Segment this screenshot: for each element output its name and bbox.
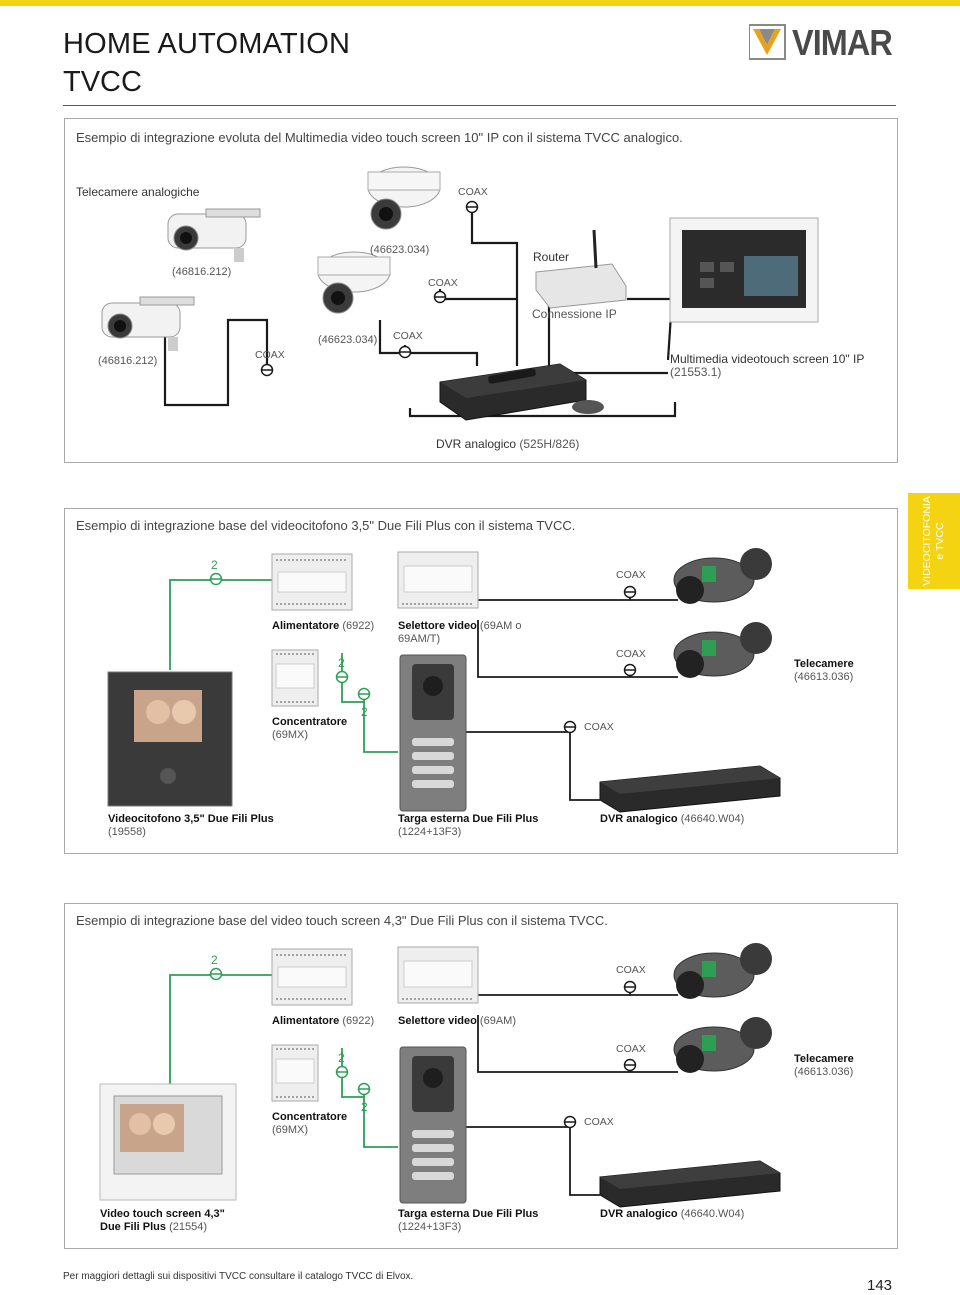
two-wire-label: 2 [338, 1051, 345, 1065]
coax-label: COAX [584, 1116, 614, 1128]
selettore-label: Selettore video (69AM) [398, 1015, 516, 1028]
selettore-code-b: 69AM/T) [398, 633, 441, 645]
coax-label: COAX [255, 349, 285, 361]
selettore-name: Selettore video [398, 1015, 477, 1027]
targa-name: Targa esterna Due Fili Plus [398, 1208, 539, 1220]
dvr-label: DVR analogico (46640.W04) [600, 813, 744, 826]
two-wire-label: 2 [211, 558, 218, 572]
section-touch-screen [64, 903, 898, 1249]
dome-b-code: (46623.034) [318, 334, 378, 346]
alimentatore-code: (6922) [342, 620, 375, 632]
multimedia-label: Multimedia videotouch screen 10" IP (215… [670, 353, 864, 379]
targa-label: Targa esterna Due Fili Plus (1224+13F3) [398, 1208, 538, 1234]
page-subtitle: TVCC [63, 66, 142, 98]
concentratore-code: (69MX) [272, 1124, 309, 1136]
selettore-code-a: (69AM o [479, 620, 522, 632]
videocitofono-code: (19558) [108, 826, 146, 838]
coax-label: COAX [616, 569, 646, 581]
coax-label: COAX [616, 1043, 646, 1055]
section1-caption: Esempio di integrazione evoluta del Mult… [76, 130, 683, 145]
telecamere-label: Telecamere (46613.036) [794, 1053, 854, 1079]
targa-name: Targa esterna Due Fili Plus [398, 813, 539, 825]
two-wire-label: 2 [361, 1100, 368, 1114]
cam-a-code: (46816.212) [172, 266, 232, 278]
concentratore-label: Concentratore (69MX) [272, 716, 347, 742]
footer-note: Per maggiori dettagli sui dispositivi TV… [63, 1271, 414, 1282]
touch-code: (21554) [169, 1221, 207, 1233]
targa-code: (1224+13F3) [398, 826, 462, 838]
section3-caption: Esempio di integrazione base del video t… [76, 913, 608, 928]
selettore-code: (69AM) [479, 1015, 516, 1027]
touch-name-b: Due Fili Plus [100, 1221, 167, 1233]
telecamere-name: Telecamere [794, 1053, 854, 1065]
touch-screen-label: Video touch screen 4,3" Due Fili Plus (2… [100, 1208, 225, 1234]
touch-name-a: Video touch screen 4,3" [100, 1208, 225, 1220]
alimentatore-name: Alimentatore [272, 1015, 340, 1027]
coax-label: COAX [616, 964, 646, 976]
vimar-logo-icon [749, 24, 786, 60]
section-evoluta [64, 118, 898, 463]
selettore-label: Selettore video (69AM o 69AM/T) [398, 620, 522, 646]
two-wire-label: 2 [211, 953, 218, 967]
dvr-name: DVR analogico [600, 813, 678, 825]
coax-label: COAX [458, 186, 488, 198]
side-tab-line2: e TVCC [934, 522, 946, 560]
two-wire-label: 2 [361, 705, 368, 719]
dvr-name: DVR analogico [436, 437, 517, 451]
telecamere-name: Telecamere [794, 658, 854, 670]
cameras-title: Telecamere analogiche [76, 185, 200, 199]
telecamere-code: (46613.036) [794, 671, 854, 683]
coax-label: COAX [393, 330, 423, 342]
dvr-label: DVR analogico (46640.W04) [600, 1208, 744, 1221]
telecamere-code: (46613.036) [794, 1066, 854, 1078]
router-label: Router [533, 250, 570, 264]
concentratore-name: Concentratore [272, 1111, 348, 1123]
top-accent-bar [0, 0, 960, 6]
concentratore-code: (69MX) [272, 729, 309, 741]
concentratore-label: Concentratore (69MX) [272, 1111, 347, 1137]
cam-b-code: (46816.212) [98, 355, 158, 367]
coax-label: COAX [584, 721, 614, 733]
dvr-name: DVR analogico [600, 1208, 678, 1220]
alimentatore-name: Alimentatore [272, 620, 340, 632]
multimedia-code: (21553.1) [670, 365, 722, 379]
dvr-code: (525H/826) [519, 437, 580, 451]
targa-code: (1224+13F3) [398, 1221, 462, 1233]
section-videocitofono [64, 508, 898, 854]
side-tab-line1: VIDEOCITOFONIA [921, 496, 933, 586]
concentratore-name: Concentratore [272, 716, 348, 728]
coax-label: COAX [616, 648, 646, 660]
dvr-analog-label: DVR analogico (525H/826) [436, 438, 579, 451]
videocitofono-name: Videocitofono 3,5" Due Fili Plus [108, 813, 274, 825]
telecamere-label: Telecamere (46613.036) [794, 658, 854, 684]
connessione-ip-label: Connessione IP [532, 307, 617, 321]
coax-label: COAX [428, 277, 458, 289]
multimedia-name: Multimedia videotouch screen 10" IP [670, 352, 865, 366]
brand-name: VIMAR [792, 22, 893, 63]
alimentatore-label: Alimentatore (6922) [272, 620, 374, 633]
dvr-code: (46640.W04) [680, 813, 745, 825]
page-number: 143 [867, 1277, 893, 1294]
alimentatore-label: Alimentatore (6922) [272, 1015, 374, 1028]
videocitofono-label: Videocitofono 3,5" Due Fili Plus (19558) [108, 813, 274, 839]
dvr-code: (46640.W04) [680, 1208, 745, 1220]
two-wire-label: 2 [338, 656, 345, 670]
section2-caption: Esempio di integrazione base del videoci… [76, 518, 576, 533]
dome-a-code: (46623.034) [370, 244, 430, 256]
header-divider [63, 105, 896, 106]
targa-label: Targa esterna Due Fili Plus (1224+13F3) [398, 813, 538, 839]
alimentatore-code: (6922) [342, 1015, 375, 1027]
selettore-name: Selettore video [398, 620, 477, 632]
page-title: HOME AUTOMATION [63, 28, 351, 60]
